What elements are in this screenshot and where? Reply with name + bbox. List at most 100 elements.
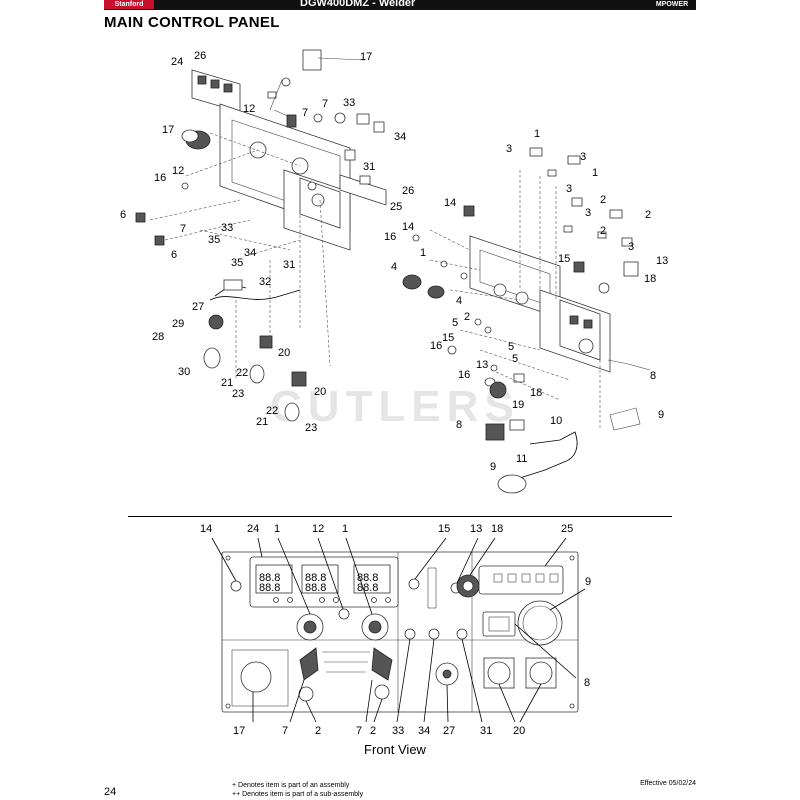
front-callout-31: 31 bbox=[480, 725, 492, 737]
front-callout-18: 18 bbox=[491, 523, 503, 535]
callout-7: 7 bbox=[302, 107, 308, 119]
callout-24: 24 bbox=[171, 56, 183, 68]
front-callout-25: 25 bbox=[561, 523, 573, 535]
watermark: CUTLERS bbox=[270, 382, 520, 431]
callout-7b: 7 bbox=[322, 98, 328, 110]
callout-35b: 35 bbox=[231, 257, 243, 269]
callout-34: 34 bbox=[394, 131, 406, 143]
callout-8b: 8 bbox=[456, 419, 462, 431]
front-callout-34: 34 bbox=[418, 725, 430, 737]
callout-5: 5 bbox=[452, 317, 458, 329]
callout-12: 12 bbox=[243, 103, 255, 115]
callout-14: 14 bbox=[444, 197, 456, 209]
callout-22b: 22 bbox=[266, 405, 278, 417]
callout-17b: 17 bbox=[162, 124, 174, 136]
front-callout-1b: 1 bbox=[342, 523, 348, 535]
callout-28: 28 bbox=[152, 331, 164, 343]
callout-16: 16 bbox=[154, 172, 166, 184]
callout-8: 8 bbox=[650, 370, 656, 382]
page-header-title: DGW400DMZ - Welder bbox=[300, 0, 416, 9]
callout-1b: 1 bbox=[592, 167, 598, 179]
front-callout-1: 1 bbox=[274, 523, 280, 535]
front-callout-14: 14 bbox=[200, 523, 212, 535]
callout-5c: 5 bbox=[512, 353, 518, 365]
callout-6: 6 bbox=[120, 209, 126, 221]
callout-15: 15 bbox=[558, 253, 570, 265]
front-callouts: 14 24 1 12 1 15 13 18 25 9 8 17 7 2 7 2 … bbox=[200, 523, 591, 737]
front-callout-7: 7 bbox=[282, 725, 288, 737]
callout-5b: 5 bbox=[508, 341, 514, 353]
front-callout-13: 13 bbox=[470, 523, 482, 535]
callout-3: 3 bbox=[506, 143, 512, 155]
callout-15b: 15 bbox=[442, 332, 454, 344]
svg-text:88.8: 88.8 bbox=[357, 582, 378, 594]
callout-31b: 31 bbox=[283, 259, 295, 271]
footnote-assembly: + Denotes item is part of an assembly bbox=[232, 782, 350, 789]
callout-27: 27 bbox=[192, 301, 204, 313]
callout-6b: 6 bbox=[171, 249, 177, 261]
front-callout-9: 9 bbox=[585, 576, 591, 588]
callout-13: 13 bbox=[656, 255, 668, 267]
divider-rule bbox=[128, 516, 672, 517]
callout-22: 22 bbox=[236, 367, 248, 379]
front-callout-33: 33 bbox=[392, 725, 404, 737]
brand-logo: Stanford bbox=[104, 0, 154, 9]
callout-3e: 3 bbox=[628, 241, 634, 253]
callout-14b: 14 bbox=[402, 221, 414, 233]
callout-25: 25 bbox=[390, 201, 402, 213]
callout-34b: 34 bbox=[244, 247, 256, 259]
callout-16c: 16 bbox=[430, 340, 442, 352]
front-indicator-bar bbox=[478, 565, 564, 595]
callout-10: 10 bbox=[550, 415, 562, 427]
callout-20b: 20 bbox=[314, 386, 326, 398]
callout-26b: 26 bbox=[402, 185, 414, 197]
exploded-callouts: 26 24 17 12 7 7 33 34 17 12 16 31 26 25 … bbox=[120, 50, 668, 473]
callout-33: 33 bbox=[343, 97, 355, 109]
front-callout-17: 17 bbox=[233, 725, 245, 737]
front-callout-12: 12 bbox=[312, 523, 324, 535]
callout-18: 18 bbox=[644, 273, 656, 285]
callout-3b: 3 bbox=[580, 151, 586, 163]
callout-3c: 3 bbox=[566, 183, 572, 195]
effective-date: Effective 05/02/24 bbox=[640, 780, 696, 787]
callout-11: 11 bbox=[516, 453, 527, 465]
callout-20: 20 bbox=[278, 347, 290, 359]
callout-19: 19 bbox=[512, 399, 524, 411]
svg-text:88.8: 88.8 bbox=[305, 572, 326, 584]
header-bar bbox=[104, 0, 696, 10]
section-title: MAIN CONTROL PANEL bbox=[104, 14, 280, 31]
left-exploded-view bbox=[135, 49, 387, 422]
callout-32: 32 bbox=[259, 276, 271, 288]
front-callout-2: 2 bbox=[315, 725, 321, 737]
callout-1c: 1 bbox=[420, 247, 426, 259]
front-callout-2b: 2 bbox=[370, 725, 376, 737]
svg-text:88.8: 88.8 bbox=[357, 572, 378, 584]
callout-2: 2 bbox=[600, 194, 606, 206]
front-callout-7b: 7 bbox=[356, 725, 362, 737]
front-callout-24: 24 bbox=[247, 523, 259, 535]
callout-9b: 9 bbox=[490, 461, 496, 473]
callout-16d: 16 bbox=[458, 369, 470, 381]
svg-text:88.8: 88.8 bbox=[259, 572, 280, 584]
front-view-caption: Front View bbox=[364, 742, 426, 757]
callout-23b: 23 bbox=[305, 422, 317, 434]
page-number: 24 bbox=[104, 786, 117, 798]
svg-text:88.8: 88.8 bbox=[259, 582, 280, 594]
front-callout-27: 27 bbox=[443, 725, 455, 737]
callout-23: 23 bbox=[232, 388, 244, 400]
callout-21: 21 bbox=[221, 377, 233, 389]
callout-26: 26 bbox=[194, 50, 206, 62]
callout-29: 29 bbox=[172, 318, 184, 330]
callout-9: 9 bbox=[658, 409, 664, 421]
callout-16b: 16 bbox=[384, 231, 396, 243]
callout-30: 30 bbox=[178, 366, 190, 378]
footnote-sub-assembly: ++ Denotes item is part of a sub-assembl… bbox=[232, 791, 364, 798]
callout-2d: 2 bbox=[464, 311, 470, 323]
callout-1: 1 bbox=[534, 128, 540, 140]
callout-3d: 3 bbox=[585, 207, 591, 219]
callout-21b: 21 bbox=[256, 416, 268, 428]
callout-18b: 18 bbox=[530, 387, 542, 399]
callout-17: 17 bbox=[360, 51, 372, 63]
